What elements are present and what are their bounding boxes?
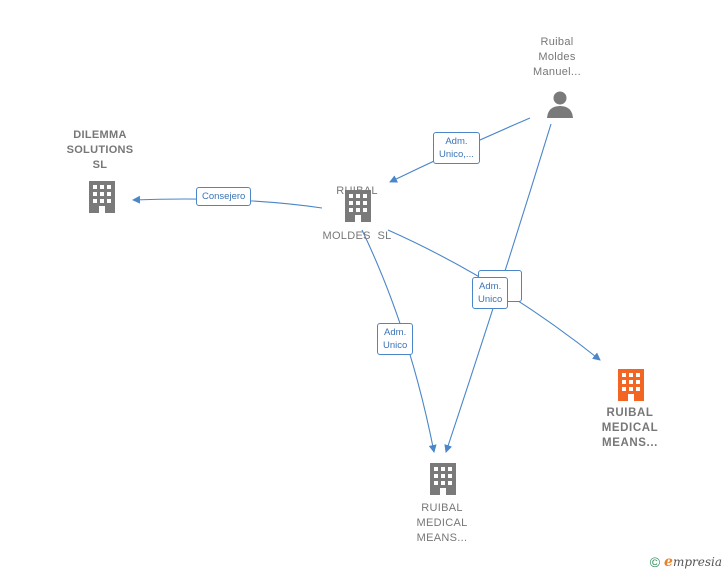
node-label-ruibal-medical-highlight[interactable]: RUIBAL MEDICAL MEANS...	[585, 406, 675, 451]
label-line: Moldes	[538, 51, 576, 63]
edge-label-line: Unico	[383, 340, 408, 351]
node-label-dilemma-solutions[interactable]: DILEMMA SOLUTIONS SL	[55, 128, 145, 173]
node-label-ruibal-moldes-manuel[interactable]: Ruibal Moldes Manuel...	[517, 35, 597, 80]
label-line: RUIBAL	[336, 185, 378, 197]
building-icon-medical-bottom[interactable]	[427, 461, 459, 497]
label-line: RUIBAL	[606, 407, 654, 419]
copyright-icon: ©	[649, 554, 661, 570]
edge-label-line: Consejero	[202, 191, 246, 202]
node-label-ruibal-moldes-sl[interactable]: RUIBAL MOLDES SL	[312, 154, 402, 259]
brand-footer: © empresia	[650, 554, 722, 570]
edge-label-line: Unico	[478, 294, 503, 305]
edge-label-line: Adm.	[445, 136, 468, 147]
label-line: DILEMMA	[73, 129, 127, 141]
label-line: Ruibal	[540, 36, 574, 48]
person-icon[interactable]	[545, 89, 575, 119]
label-line: SL	[92, 159, 108, 171]
label-line: MEANS...	[602, 437, 658, 449]
label-line: Manuel...	[533, 66, 581, 78]
label-line: MEDICAL	[416, 517, 468, 529]
label-line: SOLUTIONS	[66, 144, 134, 156]
building-icon-moldes[interactable]	[342, 188, 374, 224]
label-line: MOLDES SL	[322, 230, 392, 242]
brand-logo[interactable]: empresia	[664, 554, 722, 570]
edge-label-adm-unico-mid[interactable]: Adm. Unico	[472, 277, 509, 309]
building-icon-medical-highlight[interactable]	[615, 367, 647, 403]
building-icon-dilemma[interactable]	[86, 179, 118, 215]
label-line: RUIBAL	[421, 502, 463, 514]
node-label-ruibal-medical-bottom[interactable]: RUIBAL MEDICAL MEANS...	[397, 501, 487, 546]
edge-label-adm-unico-top[interactable]: Adm. Unico,...	[433, 132, 480, 164]
edge-label-line: Adm.	[479, 281, 502, 292]
label-line: MEANS...	[416, 532, 468, 544]
edge-label-consejero[interactable]: Consejero	[196, 187, 252, 206]
edge-label-line: Adm.	[384, 327, 407, 338]
edge-label-line: Unico,...	[439, 149, 474, 160]
edge-label-adm-unico-left[interactable]: Adm. Unico	[377, 323, 414, 355]
label-line: MEDICAL	[601, 422, 659, 434]
